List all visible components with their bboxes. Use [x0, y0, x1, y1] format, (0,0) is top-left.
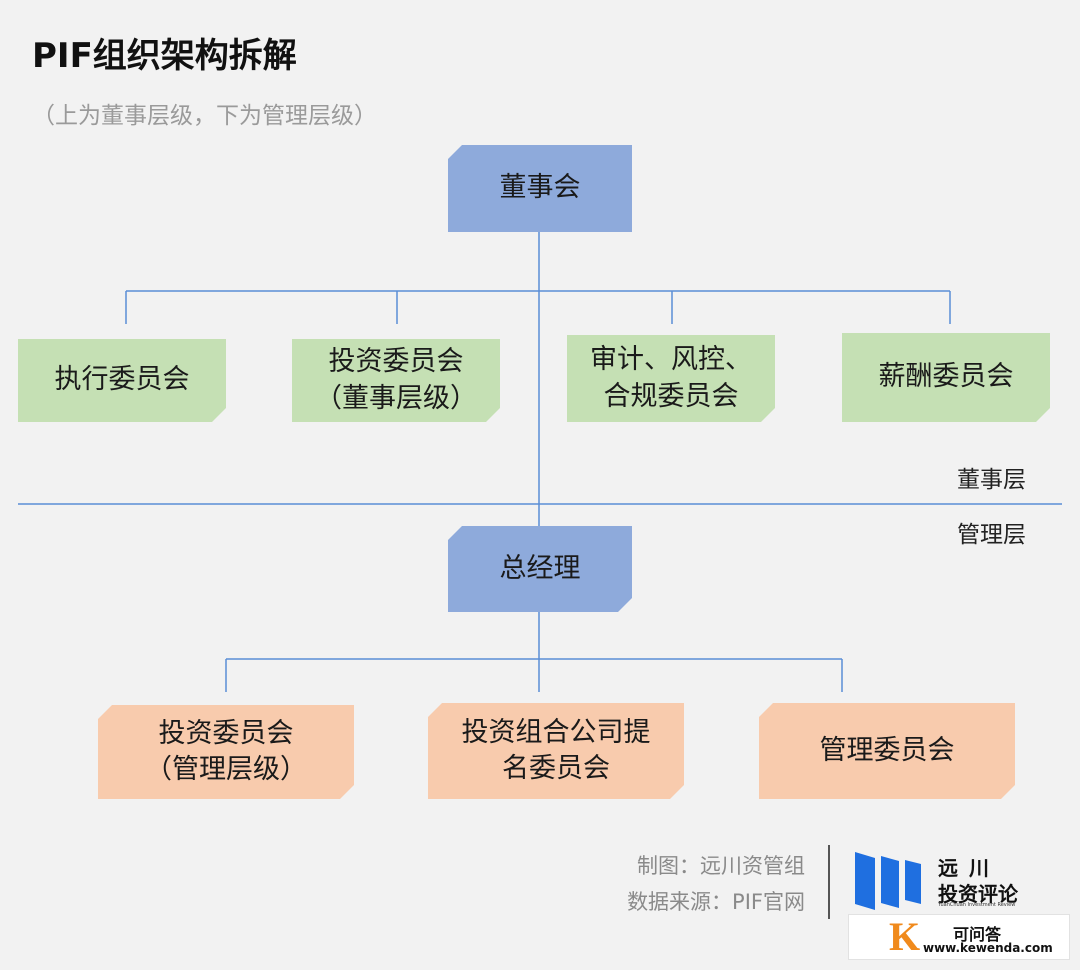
general-manager-box: 总经理 [448, 526, 632, 612]
board-committee-remuneration: 薪酬委员会 [842, 333, 1050, 422]
page-title: PIF组织架构拆解 [32, 36, 297, 76]
footer-source: 数据来源：PIF官网 [627, 890, 805, 914]
footer-credit: 制图：远川资管组 [637, 854, 805, 878]
yuanchuan-logo-icon [855, 852, 921, 910]
layer-label-board: 董事层 [957, 467, 1026, 493]
board-committee-investment: 投资委员会 （董事层级） [292, 339, 500, 422]
logo-name-line1: 远 川 [938, 856, 991, 880]
layer-label-management: 管理层 [957, 522, 1026, 548]
mgmt-committee-investment: 投资委员会 （管理层级） [98, 705, 354, 799]
logo-name-en: YuanChuan Investment Review [938, 902, 1016, 908]
logo-name-line2: 投资评论 [938, 882, 1018, 906]
board-committee-audit-risk-compliance: 审计、风控、 合规委员会 [567, 335, 775, 422]
watermark-badge: K 可问答 www.kewenda.com [848, 914, 1070, 960]
footer-divider [828, 845, 830, 919]
mgmt-committee-management: 管理委员会 [759, 703, 1015, 799]
page-subtitle: （上为董事层级，下为管理层级） [32, 103, 377, 129]
watermark-url: www.kewenda.com [923, 941, 1053, 955]
watermark-cn: 可问答 [953, 925, 1002, 944]
board-box: 董事会 [448, 145, 632, 232]
mgmt-committee-portfolio-nomination: 投资组合公司提 名委员会 [428, 703, 684, 799]
board-committee-executive: 执行委员会 [18, 339, 226, 422]
watermark-k-icon: K [889, 914, 921, 959]
